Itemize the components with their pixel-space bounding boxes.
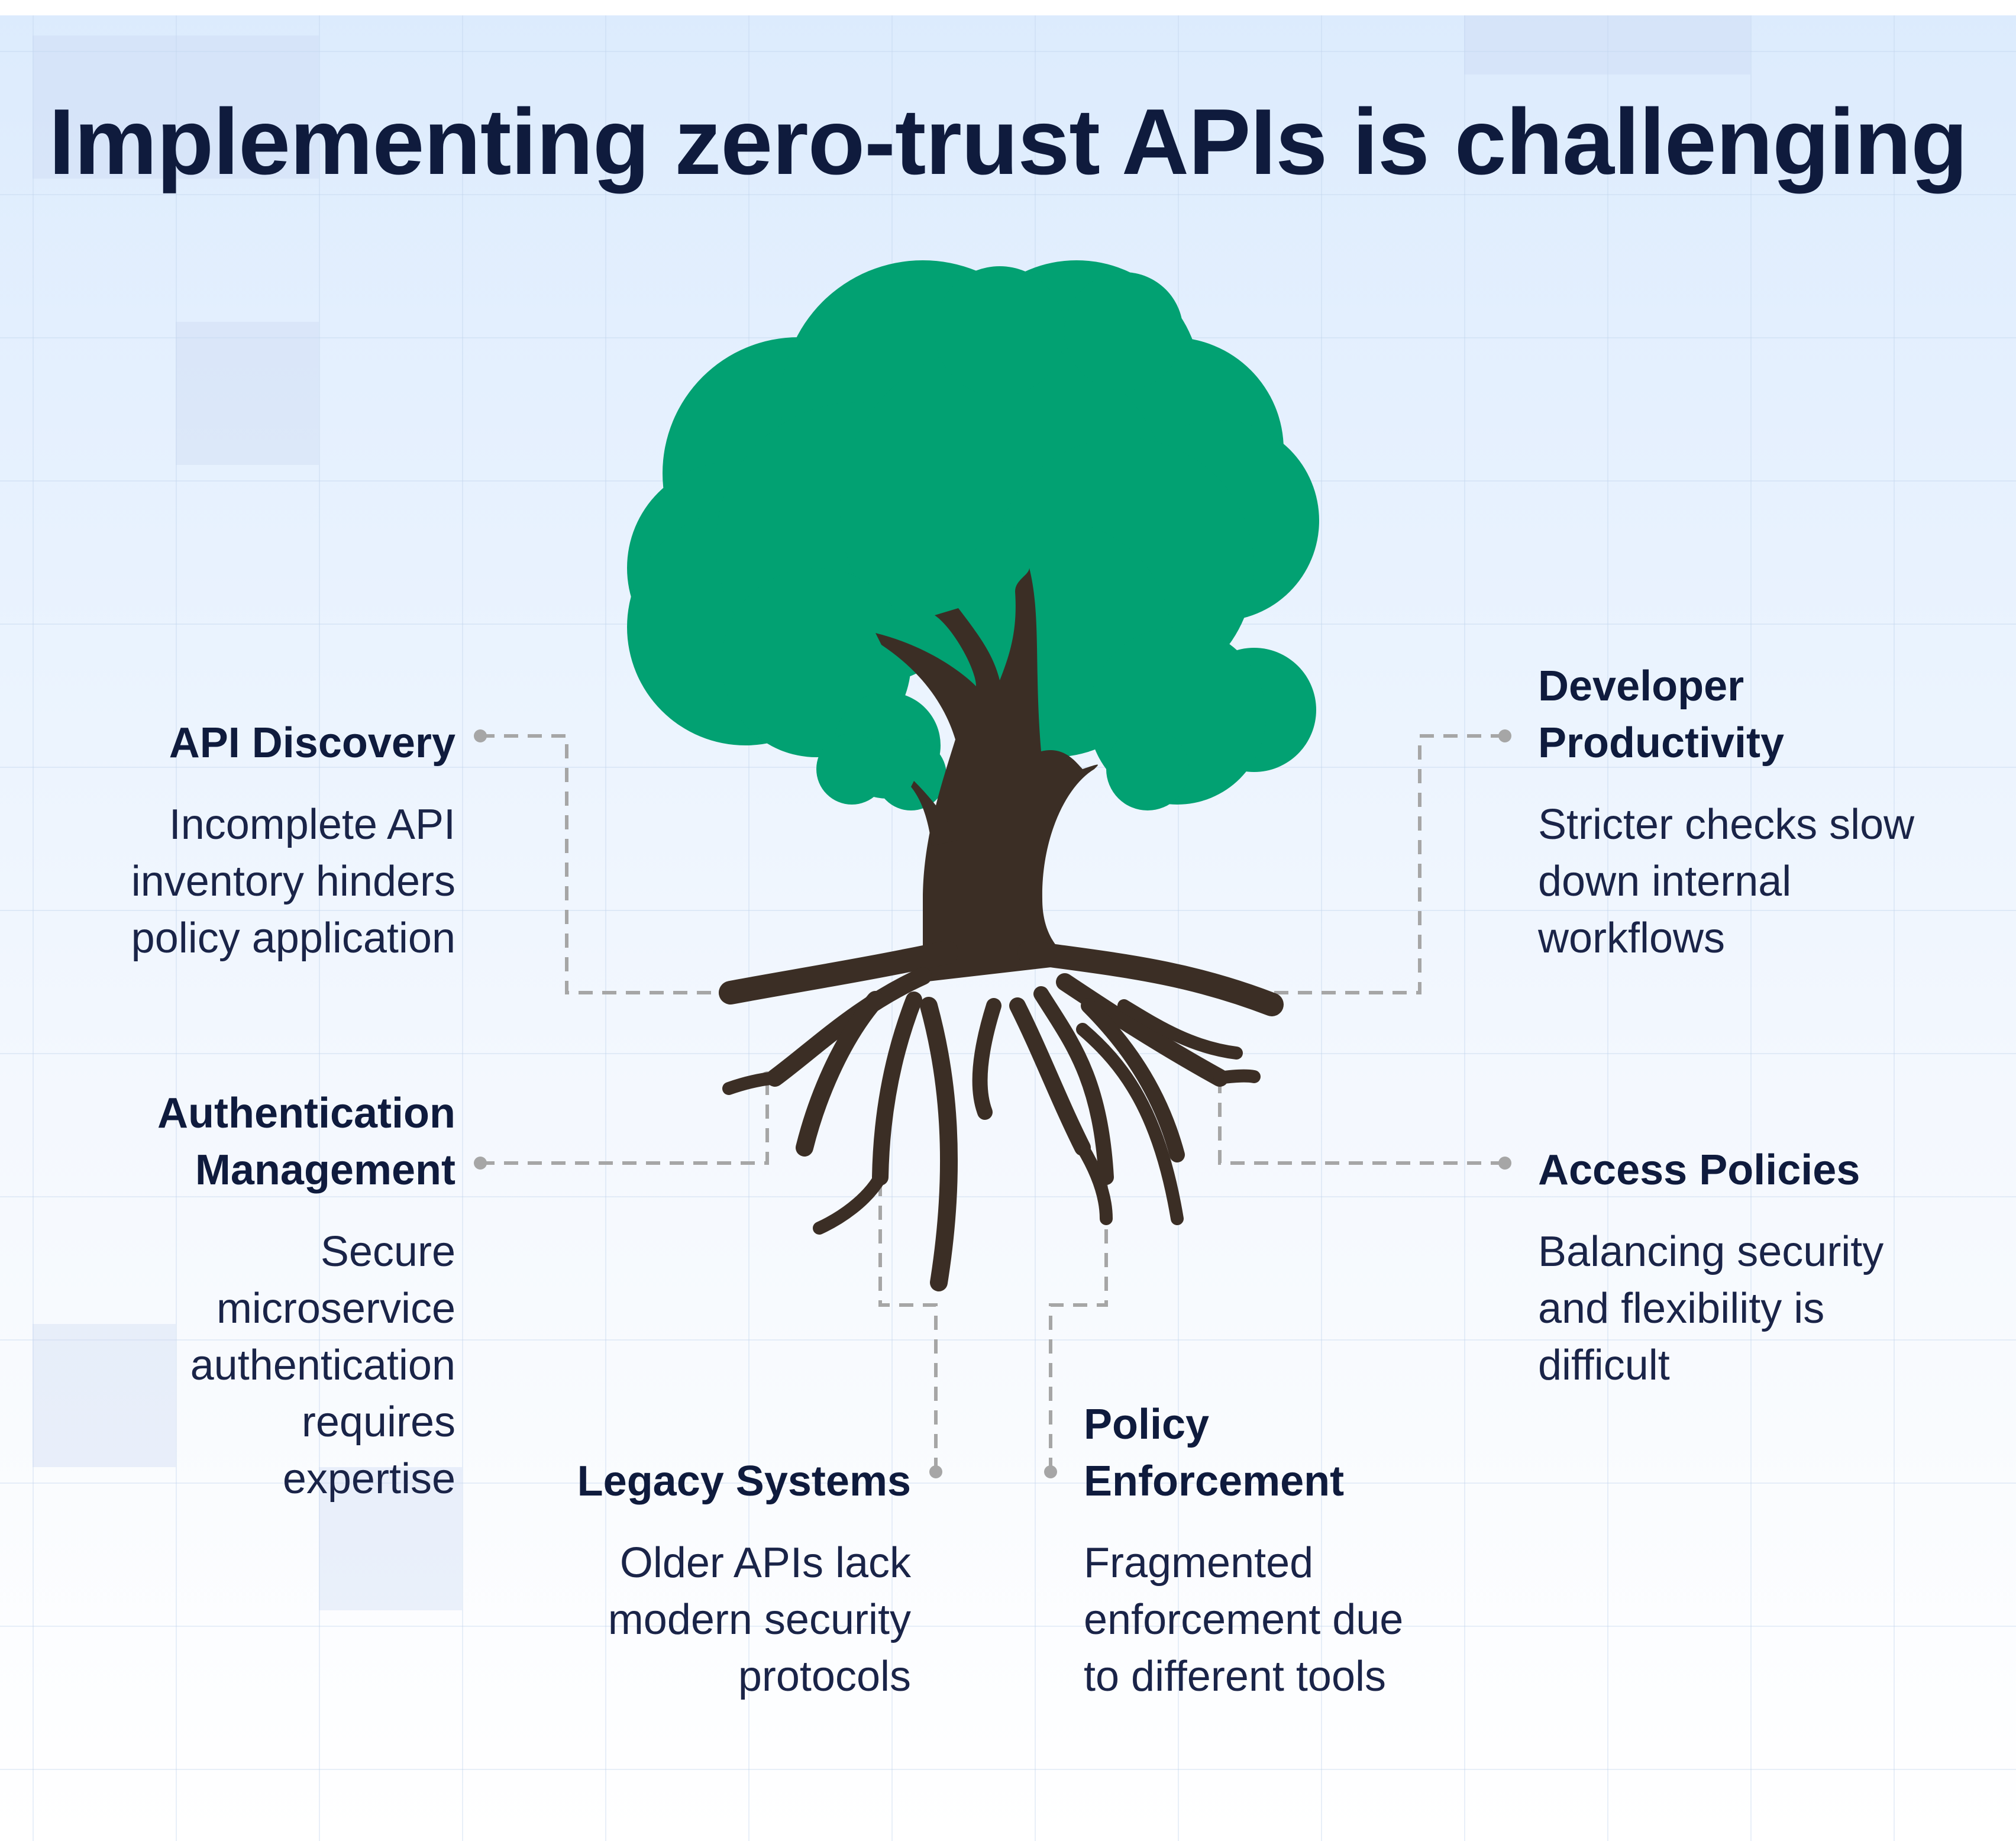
- challenge-legacy-systems: Legacy Systems Older APIs lack modern se…: [532, 1453, 911, 1705]
- background-tile: [176, 322, 319, 465]
- tree-trunk: [875, 568, 1098, 982]
- challenge-title: Legacy Systems: [577, 1458, 911, 1505]
- page-title: Implementing zero-trust APIs is challeng…: [49, 90, 1967, 194]
- challenge-api-discovery: API Discovery Incomplete API inventory h…: [59, 715, 455, 967]
- challenge-description: Secure microservice authentication requi…: [190, 1228, 455, 1503]
- connector-dot: [1044, 1465, 1057, 1478]
- challenge-developer-productivity: Developer Productivity Stricter checks s…: [1538, 658, 1952, 967]
- background-tile: [33, 1324, 176, 1467]
- challenge-description: Balancing security and flexibility is di…: [1538, 1228, 1884, 1389]
- challenge-description: Incomplete API inventory hinders policy …: [131, 801, 455, 962]
- tree-canopy: [627, 260, 1319, 810]
- challenge-description: Fragmented enforcement due to different …: [1084, 1539, 1404, 1700]
- connector-authentication: [480, 1078, 769, 1165]
- background-tile: [319, 1467, 462, 1610]
- challenge-description: Stricter checks slow down internal workf…: [1538, 801, 1915, 962]
- connector-dot: [474, 729, 487, 742]
- connector-dot: [1498, 729, 1511, 742]
- challenge-access-policies: Access Policies Balancing security and f…: [1538, 1142, 1952, 1394]
- challenge-policy-enforcement: Policy Enforcement Fragmented enforcemen…: [1084, 1396, 1462, 1705]
- challenge-title: Access Policies: [1538, 1146, 1860, 1194]
- challenge-title: API Discovery: [169, 719, 455, 767]
- connector-lines: [480, 734, 1505, 1472]
- connector-dot: [474, 1157, 487, 1170]
- connector-developer-productivity: [1250, 734, 1505, 994]
- tree-roots: [719, 941, 1284, 1291]
- top-strip: [0, 0, 2016, 15]
- connector-dot: [1498, 1157, 1511, 1170]
- background-tile: [33, 35, 319, 179]
- background-tile: [1464, 15, 1750, 75]
- challenge-description: Older APIs lack modern security protocol…: [608, 1539, 911, 1700]
- challenge-title: Developer Productivity: [1538, 663, 1785, 767]
- connector-legacy-systems: [878, 1177, 938, 1472]
- challenge-title: Policy Enforcement: [1084, 1401, 1345, 1505]
- connector-dot: [929, 1465, 942, 1478]
- connector-policy-enforcement: [1049, 1177, 1108, 1472]
- challenge-title: Authentication Management: [157, 1090, 455, 1194]
- connector-access-policies: [1218, 1078, 1505, 1165]
- connector-api-discovery: [480, 734, 736, 994]
- challenge-authentication-management: Authentication Management Secure microse…: [59, 1085, 455, 1507]
